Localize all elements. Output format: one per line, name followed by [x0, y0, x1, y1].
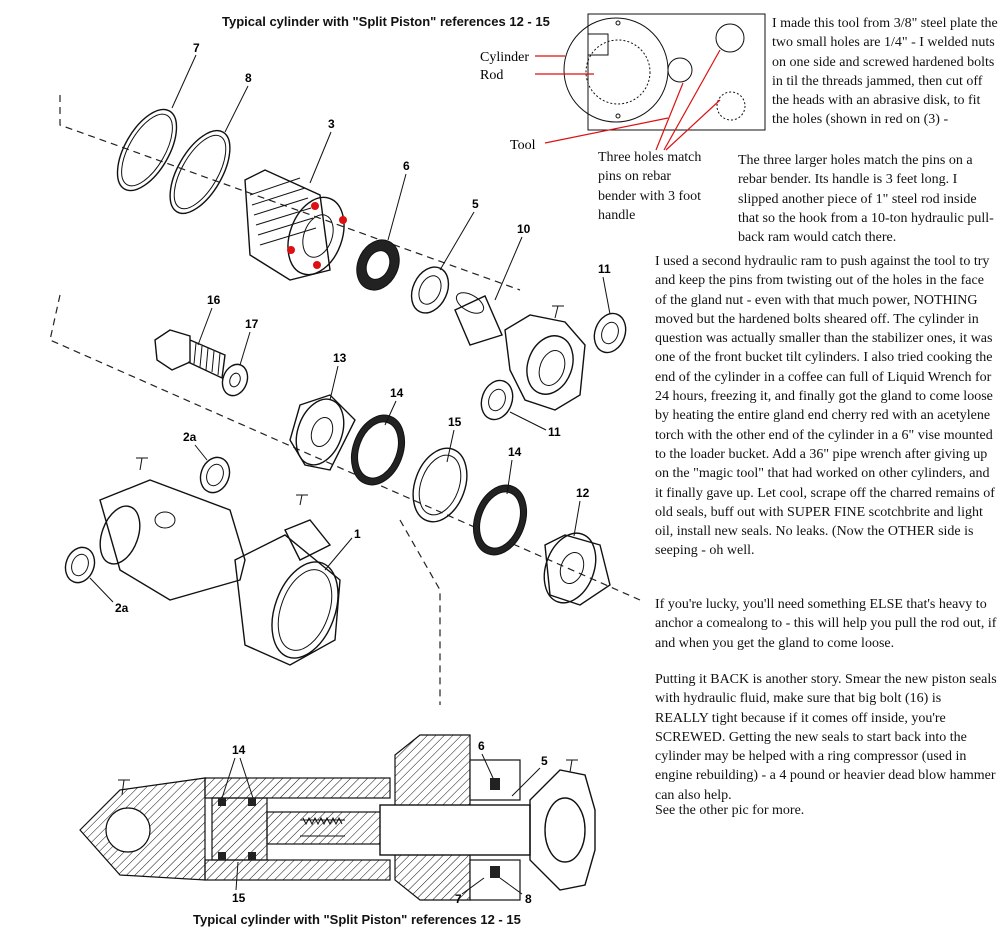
num-8: 8 — [245, 71, 252, 85]
section-barrel-bottom — [204, 859, 391, 881]
dashed-outline-upper — [59, 95, 521, 291]
section-num-8: 8 — [525, 892, 532, 906]
section-piston — [211, 797, 268, 861]
tool-small-hole-bottom — [615, 113, 621, 119]
gland-hole-red-2 — [339, 216, 347, 224]
part-3-gland-nut — [244, 169, 347, 281]
part-1-cylinder-barrel — [234, 494, 341, 666]
dashed-outline-lower — [399, 519, 441, 705]
dashed-outline-middle — [49, 294, 641, 601]
part-2a-bushing-top — [199, 456, 231, 494]
tool-cylinder-circle — [563, 17, 669, 123]
num-7: 7 — [193, 41, 200, 55]
section-num-6: 6 — [478, 739, 485, 753]
part-12-piston-half — [543, 532, 611, 606]
part-13-piston-half — [289, 394, 356, 471]
num-2a-bottom: 2a — [115, 601, 129, 615]
num-11-lower: 11 — [548, 425, 561, 439]
tool-plate-outline — [587, 13, 766, 131]
section-rod-eye — [529, 769, 596, 891]
section-rod — [379, 804, 531, 856]
paragraph-comealong: If you're lucky, you'll need something E… — [655, 597, 997, 651]
part-7-oring — [116, 108, 178, 192]
paragraph-reassembly: Putting it BACK is another story. Smear … — [655, 672, 997, 803]
label-tool: Tool — [510, 138, 536, 153]
part-10-rod — [454, 292, 503, 346]
section-num-7: 7 — [455, 892, 462, 906]
section-num-5: 5 — [541, 754, 548, 768]
label-rod: Rod — [480, 68, 503, 83]
leader-tool — [544, 117, 669, 144]
num-17: 17 — [245, 317, 259, 331]
gland-hole-red-4 — [313, 261, 321, 269]
tool-slot — [588, 33, 609, 56]
num-10: 10 — [517, 222, 531, 236]
part-2a-bushing-bottom — [64, 546, 96, 584]
tool-rod-circle — [585, 39, 651, 105]
paragraph-removal-story: I used a second hydraulic ram to push ag… — [655, 254, 995, 559]
num-15: 15 — [448, 415, 462, 429]
bottom-title: Typical cylinder with "Split Piston" ref… — [193, 912, 521, 927]
num-11-right: 11 — [598, 262, 611, 276]
tool-pin-hole-3 — [716, 91, 746, 121]
num-5: 5 — [472, 197, 479, 211]
part-11-bushing-lower — [480, 379, 514, 421]
tool-small-hole-top — [615, 20, 621, 26]
leader-hole-3 — [665, 99, 721, 151]
part-15-wear-ring — [412, 447, 468, 523]
part-16-bolt — [154, 329, 226, 380]
cylinder-section-view — [79, 734, 596, 901]
num-16: 16 — [207, 293, 221, 307]
gland-hole-red-1 — [311, 202, 319, 210]
num-13: 13 — [333, 351, 347, 365]
holes-line-1: Three holes match — [598, 150, 702, 165]
num-3: 3 — [328, 117, 335, 131]
num-6: 6 — [403, 159, 410, 173]
section-rod-inner — [266, 811, 388, 845]
leader-hole-1 — [655, 82, 684, 151]
holes-line-4: handle — [598, 207, 636, 223]
section-num-15: 15 — [232, 891, 246, 905]
part-cylinder-base-clevis — [99, 457, 246, 601]
part-11-bushing-right — [593, 312, 627, 354]
gland-hole-red-3 — [287, 246, 295, 254]
tool-holes-label: Three holes match pins on rebar bender w… — [598, 148, 738, 225]
num-14-b: 14 — [508, 445, 522, 459]
tool-sketch: Cylinder Rod Tool — [480, 13, 766, 153]
num-2a-top: 2a — [183, 430, 197, 444]
label-cylinder: Cylinder — [480, 50, 529, 65]
holes-line-2: pins on rebar — [598, 169, 672, 185]
part-8-backup-ring — [169, 129, 231, 215]
tool-pin-hole-1 — [667, 57, 693, 83]
num-12: 12 — [576, 486, 590, 500]
holes-line-3: bender with 3 foot — [598, 188, 702, 204]
paragraph-tool-description: I made this tool from 3/8" steel plate t… — [772, 16, 998, 128]
section-barrel-top — [204, 777, 391, 799]
top-title: Typical cylinder with "Split Piston" ref… — [222, 14, 550, 29]
num-1: 1 — [354, 527, 361, 541]
part-rod-eye — [504, 305, 586, 411]
paragraph-rebar-bender: The three larger holes match the pins on… — [738, 153, 994, 246]
part-6-seal — [356, 239, 400, 291]
paragraph-see-other-pic: See the other pic for more. — [655, 803, 805, 818]
section-num-14: 14 — [232, 743, 246, 757]
leader-hole-2 — [663, 49, 721, 151]
part-14-piston-seal-b — [472, 484, 528, 556]
part-14-piston-seal-a — [350, 414, 406, 486]
tool-pin-hole-2 — [715, 23, 745, 53]
num-14-a: 14 — [390, 386, 404, 400]
part-5-wiper — [410, 266, 450, 314]
